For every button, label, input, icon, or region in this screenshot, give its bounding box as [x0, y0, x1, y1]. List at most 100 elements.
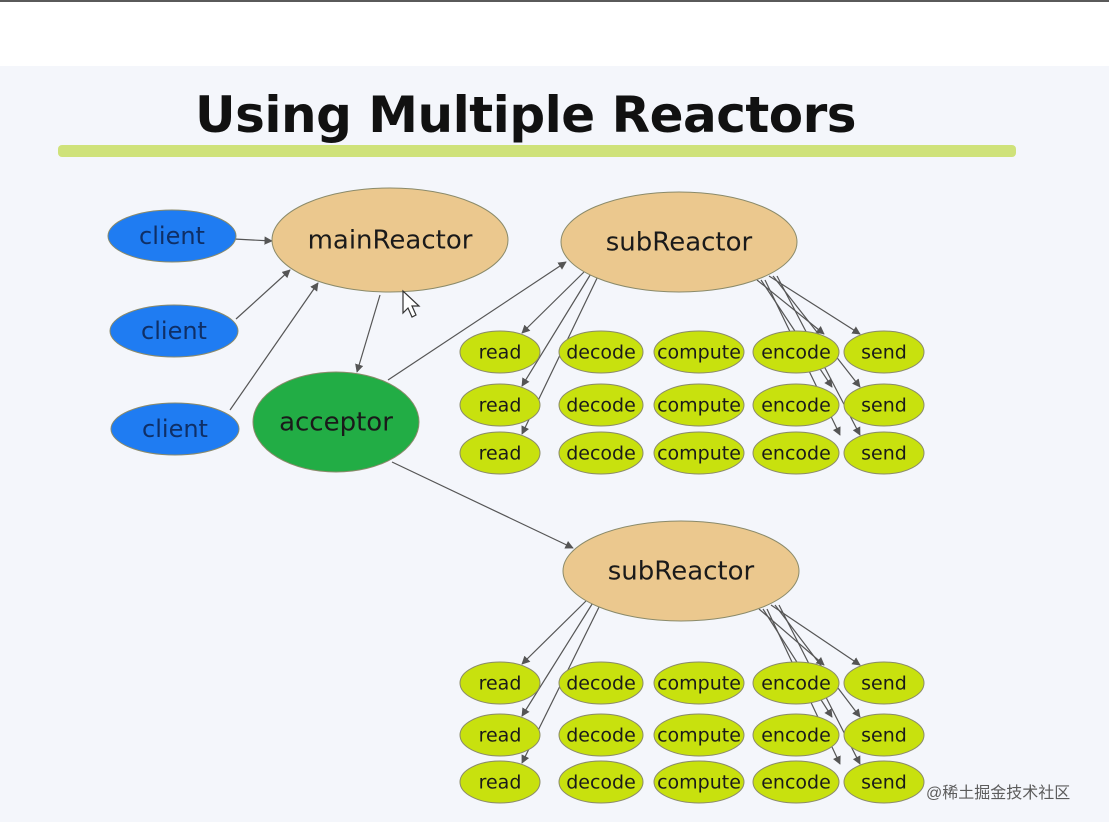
client-node-1-shape: [107, 209, 237, 263]
task-send-g1-r1-label: send: [861, 342, 907, 364]
task-compute-g1-r1: compute: [653, 330, 745, 374]
sub-reactor-node-2: subReactor: [562, 520, 800, 622]
task-encode-g2-r1-shape: [752, 661, 840, 705]
edge-sub1-send-r2: [772, 275, 861, 388]
main-reactor-node: mainReactor: [271, 187, 509, 293]
slide-title: Using Multiple Reactors: [195, 86, 857, 144]
task-decode-g2-r2: decode: [558, 713, 644, 757]
task-send-g1-r1: send: [843, 330, 925, 374]
task-compute-g1-r1-label: compute: [657, 342, 741, 364]
edge-client1-mainreactor: [233, 236, 273, 245]
edge-sub1-read-r1: [521, 271, 585, 334]
task-read-g1-r1: read: [459, 330, 541, 374]
task-decode-g1-r3-shape: [558, 431, 644, 475]
sub-reactor-node-1-label: subReactor: [606, 228, 753, 258]
window-top-border: [0, 0, 1109, 2]
task-read-g2-r2-shape: [459, 713, 541, 757]
task-decode-g1-r1: decode: [558, 330, 644, 374]
task-decode-g1-r2-shape: [558, 383, 644, 427]
task-send-g1-r1-shape: [843, 330, 925, 374]
task-encode-g2-r1-label: encode: [761, 673, 831, 695]
task-decode-g2-r3: decode: [558, 760, 644, 804]
client-node-3: client: [110, 402, 240, 456]
task-compute-g1-r2-label: compute: [657, 395, 741, 417]
client-node-1: client: [107, 209, 237, 263]
task-read-g2-r2-label: read: [479, 725, 522, 747]
task-send-g2-r1-label: send: [861, 673, 907, 695]
task-compute-g1-r1-shape: [653, 330, 745, 374]
task-send-g2-r2-label: send: [861, 725, 907, 747]
task-read-g1-r1-shape: [459, 330, 541, 374]
sub-reactor-node-2-label: subReactor: [608, 557, 755, 587]
task-encode-g2-r1: encode: [752, 661, 840, 705]
edge-acceptor-subreactor2: [391, 461, 574, 549]
task-compute-g1-r3-label: compute: [657, 443, 741, 465]
task-decode-g2-r1-shape: [558, 661, 644, 705]
client-node-3-shape: [110, 402, 240, 456]
task-send-g1-r2: send: [843, 383, 925, 427]
task-compute-g2-r1: compute: [653, 661, 745, 705]
mouse-cursor-icon: [402, 289, 421, 318]
task-encode-g1-r2-shape: [752, 383, 840, 427]
main-reactor-node-label: mainReactor: [308, 226, 473, 256]
task-compute-g1-r3: compute: [653, 431, 745, 475]
node-layer: client client client mainReactor acceptor sub…: [107, 187, 925, 804]
task-compute-g1-r2-shape: [653, 383, 745, 427]
task-send-g2-r3: send: [843, 760, 925, 804]
sub-reactor-node-2-shape: [562, 520, 800, 622]
task-read-g1-r2-shape: [459, 383, 541, 427]
task-decode-g1-r1-label: decode: [566, 342, 636, 364]
task-send-g2-r1-shape: [843, 661, 925, 705]
task-decode-g1-r2: decode: [558, 383, 644, 427]
task-encode-g1-r3-shape: [752, 431, 840, 475]
edge-sub1-send-r1: [768, 275, 861, 335]
client-node-2: client: [109, 304, 239, 358]
task-compute-g2-r1-label: compute: [657, 673, 741, 695]
task-encode-g1-r1: encode: [752, 330, 840, 374]
task-encode-g1-r3: encode: [752, 431, 840, 475]
task-send-g2-r1: send: [843, 661, 925, 705]
task-encode-g1-r2: encode: [752, 383, 840, 427]
task-read-g2-r3: read: [459, 760, 541, 804]
acceptor-node: acceptor: [252, 371, 420, 473]
task-compute-g2-r1-shape: [653, 661, 745, 705]
task-send-g1-r3-label: send: [861, 443, 907, 465]
edge-sub2-read-r2: [521, 600, 595, 717]
task-decode-g1-r1-shape: [558, 330, 644, 374]
task-read-g1-r2: read: [459, 383, 541, 427]
task-read-g1-r1-label: read: [479, 342, 522, 364]
task-read-g1-r3-shape: [459, 431, 541, 475]
task-encode-g2-r3: encode: [752, 760, 840, 804]
task-encode-g2-r2-label: encode: [761, 725, 831, 747]
task-decode-g2-r1: decode: [558, 661, 644, 705]
main-reactor-node-shape: [271, 187, 509, 293]
task-encode-g2-r3-shape: [752, 760, 840, 804]
task-read-g2-r2: read: [459, 713, 541, 757]
task-send-g2-r3-shape: [843, 760, 925, 804]
task-compute-g2-r2-shape: [653, 713, 745, 757]
task-compute-g2-r3-shape: [653, 760, 745, 804]
task-compute-g2-r2: compute: [653, 713, 745, 757]
task-compute-g2-r3-label: compute: [657, 772, 741, 794]
task-send-g2-r3-label: send: [861, 772, 907, 794]
task-decode-g2-r2-label: decode: [566, 725, 636, 747]
sub-reactor-node-1: subReactor: [560, 191, 798, 293]
task-decode-g2-r3-label: decode: [566, 772, 636, 794]
task-encode-g2-r2-shape: [752, 713, 840, 757]
task-decode-g1-r3-label: decode: [566, 443, 636, 465]
task-compute-g1-r2: compute: [653, 383, 745, 427]
task-read-g1-r3-label: read: [479, 443, 522, 465]
task-read-g2-r3-label: read: [479, 772, 522, 794]
task-compute-g2-r2-label: compute: [657, 725, 741, 747]
task-encode-g1-r1-label: encode: [761, 342, 831, 364]
client-node-2-shape: [109, 304, 239, 358]
task-read-g1-r3: read: [459, 431, 541, 475]
task-decode-g1-r3: decode: [558, 431, 644, 475]
task-read-g2-r1: read: [459, 661, 541, 705]
edge-sub2-read-r1: [521, 600, 587, 665]
task-decode-g2-r3-shape: [558, 760, 644, 804]
task-send-g1-r3: send: [843, 431, 925, 475]
task-compute-g2-r3: compute: [653, 760, 745, 804]
task-read-g1-r2-label: read: [479, 395, 522, 417]
